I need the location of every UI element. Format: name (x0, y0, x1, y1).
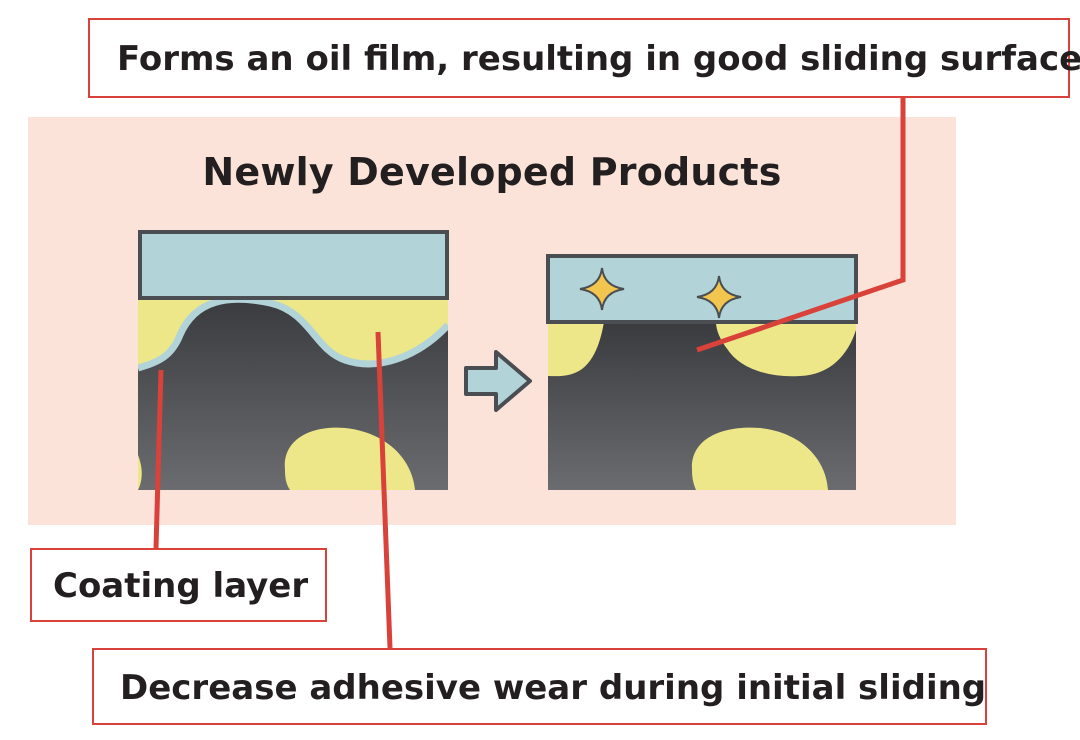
coating-layer-left (138, 298, 448, 372)
leader-line-oil-film (696, 98, 906, 353)
counter-plate-left (138, 230, 449, 300)
leader-line-adhesive-wear (375, 331, 393, 649)
callout-coating-layer: Coating layer (30, 548, 327, 622)
sparkle-icon (696, 275, 742, 319)
sparkle-icon (579, 267, 625, 311)
callout-coating-layer-text: Coating layer (53, 566, 309, 606)
panel-title: Newly Developed Products (202, 150, 782, 194)
before-sliding-cross-section (138, 230, 449, 490)
callout-adhesive-wear-text: Decrease adhesive wear during initial sl… (120, 668, 987, 708)
after-sliding-cross-section (546, 254, 858, 490)
callout-oil-film: Forms an oil film, resulting in good sli… (88, 18, 1080, 98)
leader-line-coating (153, 369, 164, 549)
inclusion-right-a (548, 322, 604, 377)
inclusion-blob-right (691, 427, 828, 490)
callout-adhesive-wear: Decrease adhesive wear during initial sl… (92, 648, 987, 725)
callout-oil-film-text: Forms an oil film, resulting in good sli… (117, 39, 1080, 79)
right-arrow-icon (464, 350, 532, 412)
inclusion-right-b (716, 322, 856, 377)
inclusion-layer-left (138, 298, 448, 368)
